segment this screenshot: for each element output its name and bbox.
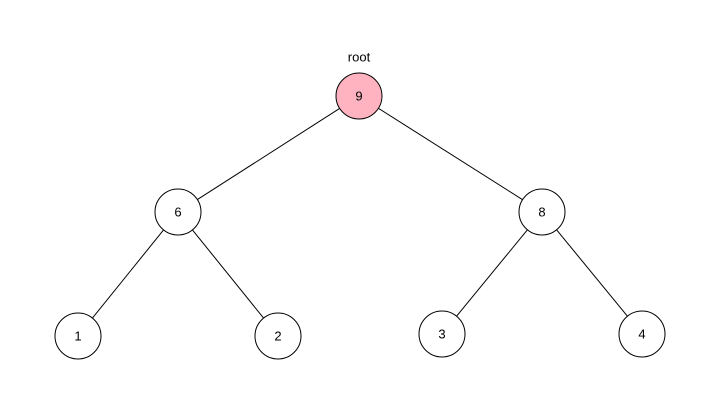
root-node: 9 [335, 72, 383, 120]
nodes-layer: 9 6 8 1 2 3 4 [54, 72, 666, 360]
node-value-label: 2 [274, 329, 281, 344]
tree-node-4: 4 [618, 310, 666, 358]
edge-8-3 [456, 229, 528, 317]
edge-6-2 [192, 229, 264, 319]
node-circle [418, 310, 466, 358]
tree-node-8: 8 [518, 188, 566, 236]
node-value-label: 9 [355, 89, 362, 104]
node-circle [618, 310, 666, 358]
tree-node-3: 3 [418, 310, 466, 358]
tree-node-2: 2 [254, 312, 302, 360]
node-value-label: 1 [74, 329, 81, 344]
tree-node-1: 1 [54, 312, 102, 360]
node-value-label: 8 [538, 205, 545, 220]
node-circle [254, 312, 302, 360]
edge-6-1 [92, 229, 164, 319]
edge-9-6 [197, 107, 340, 201]
node-circle [154, 188, 202, 236]
node-value-label: 3 [438, 327, 445, 342]
edge-9-8 [378, 107, 523, 201]
node-value-label: 4 [638, 327, 645, 342]
edges-layer [92, 107, 628, 319]
node-circle [518, 188, 566, 236]
node-value-label: 6 [174, 205, 181, 220]
tree-node-6: 6 [154, 188, 202, 236]
root-caption: root [348, 50, 371, 65]
node-circle [54, 312, 102, 360]
node-circle [335, 72, 383, 120]
edge-8-4 [556, 229, 628, 317]
